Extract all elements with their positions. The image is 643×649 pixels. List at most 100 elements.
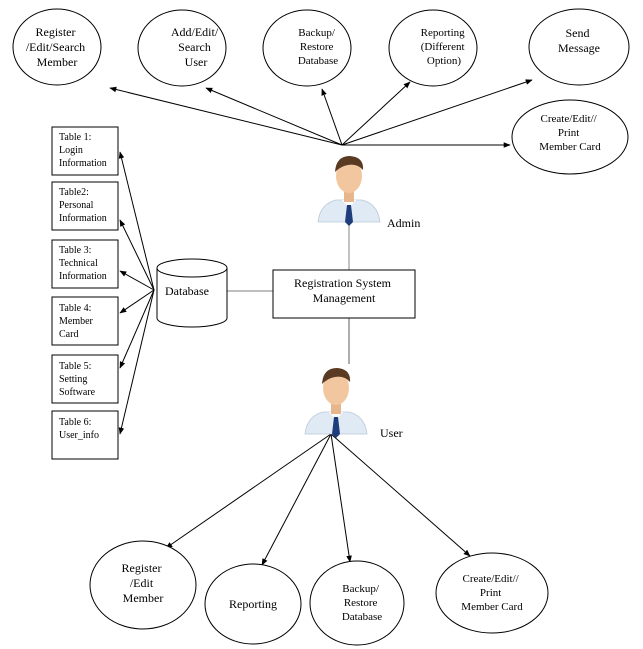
user-function-text: Create/Edit// bbox=[463, 573, 520, 585]
system-text: Management bbox=[313, 291, 376, 305]
table-text: Card bbox=[59, 329, 78, 340]
user-function-create-edit-print-member-card: Create/Edit// Print Member Card bbox=[435, 552, 549, 634]
table-text: Login bbox=[59, 145, 83, 156]
admin-function-text: Member Card bbox=[539, 141, 601, 153]
svg-text:Register /Edit Mem: Register /Edit Member bbox=[122, 561, 165, 605]
arrow-user-to-backup bbox=[330, 433, 352, 563]
admin-function-text: Database bbox=[298, 55, 338, 67]
svg-text:Send Message: Send Message bbox=[558, 26, 600, 55]
user-function-reporting: Reporting bbox=[204, 563, 302, 645]
table-text: Table 1: bbox=[59, 132, 91, 143]
svg-text:Table 5: Setting S: Table 5: Setting Software bbox=[59, 361, 96, 398]
arrow-db-to-table-3 bbox=[119, 270, 155, 291]
user-label: User bbox=[380, 426, 403, 440]
table-text: Table 4: bbox=[59, 303, 91, 314]
table-text: Table2: bbox=[59, 187, 89, 198]
svg-text:Registration System Mana: Registration System Management bbox=[294, 276, 394, 305]
database-cylinder: Database bbox=[156, 258, 228, 328]
table-text: User_info bbox=[59, 430, 99, 441]
table-text: Technical bbox=[59, 258, 98, 269]
user-function-text: Print bbox=[480, 587, 501, 599]
table-text: Table 5: bbox=[59, 361, 91, 372]
admin-function-text: (Different bbox=[421, 41, 465, 53]
svg-text:Reporting (Different: Reporting (Different Option) bbox=[421, 27, 468, 67]
arrow-db-to-table-5 bbox=[119, 289, 155, 369]
admin-function-text: Register bbox=[36, 25, 76, 39]
admin-function-text: Restore bbox=[300, 41, 334, 53]
svg-text:Backup/ Restore Da: Backup/ Restore Database bbox=[298, 27, 338, 67]
admin-function-text: Option) bbox=[427, 55, 462, 67]
admin-function-register-edit-search-member: Register /Edit/Search Member bbox=[12, 8, 102, 86]
table-text: Table 6: bbox=[59, 417, 91, 428]
user-function-backup-restore-database: Backup/ Restore Database bbox=[309, 560, 405, 646]
admin-function-text: Backup/ bbox=[298, 27, 336, 39]
admin-function-text: Reporting bbox=[421, 27, 465, 39]
admin-function-text: Member bbox=[37, 55, 78, 69]
arrow-user-to-register bbox=[165, 433, 332, 549]
user-function-text: Restore bbox=[344, 597, 378, 609]
arrow-user-to-member-card bbox=[330, 433, 471, 557]
user-function-text: Register bbox=[122, 561, 162, 575]
arrow-db-to-table-1 bbox=[118, 151, 155, 291]
svg-text:Table2: Personal I: Table2: Personal Information bbox=[59, 187, 107, 224]
arrow-admin-to-add-user bbox=[205, 87, 343, 146]
table-1-box: Table 1: Login Information bbox=[51, 126, 119, 176]
svg-text:Register /Edit/Search: Register /Edit/Search Member bbox=[26, 25, 88, 69]
table-text: Table 3: bbox=[59, 245, 91, 256]
arrow-admin-to-register bbox=[109, 86, 343, 146]
user-function-text: Member bbox=[123, 591, 164, 605]
admin-function-send-message: Send Message bbox=[528, 8, 630, 86]
arrow-admin-to-reporting bbox=[341, 81, 411, 146]
admin-label: Admin bbox=[387, 216, 420, 230]
svg-text:Table 6: User_info: Table 6: User_info bbox=[59, 417, 99, 441]
table-text: Software bbox=[59, 387, 96, 398]
arrow-admin-to-send-message bbox=[341, 79, 533, 146]
svg-text:Table 3: Technical: Table 3: Technical Information bbox=[59, 245, 107, 282]
registration-system-box: Registration System Management bbox=[272, 269, 416, 319]
svg-text:Add/Edit/ Search U: Add/Edit/ Search User bbox=[171, 25, 221, 69]
user-function-text: Backup/ bbox=[342, 583, 380, 595]
admin-function-text: Add/Edit/ bbox=[171, 25, 219, 39]
admin-function-create-edit-print-member-card: Create/Edit// Print Member Card bbox=[511, 99, 629, 175]
table-text: Information bbox=[59, 271, 107, 282]
table-3-box: Table 3: Technical Information bbox=[51, 239, 119, 289]
arrow-admin-to-backup bbox=[321, 88, 343, 146]
table-5-box: Table 5: Setting Software bbox=[51, 354, 119, 404]
admin-function-text: /Edit/Search bbox=[26, 40, 85, 54]
admin-function-text: Create/Edit// bbox=[541, 113, 598, 125]
svg-text:Backup/ Restore Da: Backup/ Restore Database bbox=[342, 583, 382, 623]
user-function-register-edit-member: Register /Edit Member bbox=[89, 540, 197, 630]
arrow-db-to-table-4 bbox=[119, 289, 155, 314]
svg-text:Create/Edit// Print: Create/Edit// Print Member Card bbox=[539, 113, 601, 153]
admin-function-text: Send bbox=[566, 26, 590, 40]
table-text: Member bbox=[59, 316, 94, 327]
arrows bbox=[109, 79, 533, 566]
svg-text:Create/Edit// Print: Create/Edit// Print Member Card bbox=[461, 573, 523, 613]
svg-text:Table 4: Member Ca: Table 4: Member Card bbox=[59, 303, 95, 340]
arrow-user-to-reporting bbox=[261, 433, 332, 566]
admin-function-text: Print bbox=[558, 127, 579, 139]
table-6-box: Table 6: User_info bbox=[51, 410, 119, 460]
admin-function-add-edit-search-user: Add/Edit/ Search User bbox=[137, 9, 227, 87]
user-function-text: Reporting bbox=[229, 597, 277, 611]
user-function-text: Database bbox=[342, 611, 382, 623]
admin-avatar bbox=[317, 156, 381, 226]
admin-function-backup-restore-database: Backup/ Restore Database bbox=[262, 9, 352, 87]
table-text: Information bbox=[59, 213, 107, 224]
user-function-text: /Edit bbox=[130, 576, 154, 590]
table-text: Personal bbox=[59, 200, 94, 211]
admin-function-text: Message bbox=[558, 41, 600, 55]
user-avatar bbox=[304, 368, 368, 438]
arrow-db-to-table-6 bbox=[118, 289, 155, 435]
admin-function-text: User bbox=[185, 55, 208, 69]
table-2-box: Table2: Personal Information bbox=[51, 181, 119, 231]
table-text: Setting bbox=[59, 374, 87, 385]
svg-text:Reporting: Reporting bbox=[229, 597, 277, 611]
admin-function-text: Search bbox=[178, 40, 211, 54]
user-function-text: Member Card bbox=[461, 601, 523, 613]
admin-function-reporting: Reporting (Different Option) bbox=[388, 9, 478, 87]
svg-text:Table 1: Login Inf: Table 1: Login Information bbox=[59, 132, 107, 169]
system-text: Registration System bbox=[294, 276, 392, 290]
arrow-db-to-table-2 bbox=[119, 219, 155, 291]
